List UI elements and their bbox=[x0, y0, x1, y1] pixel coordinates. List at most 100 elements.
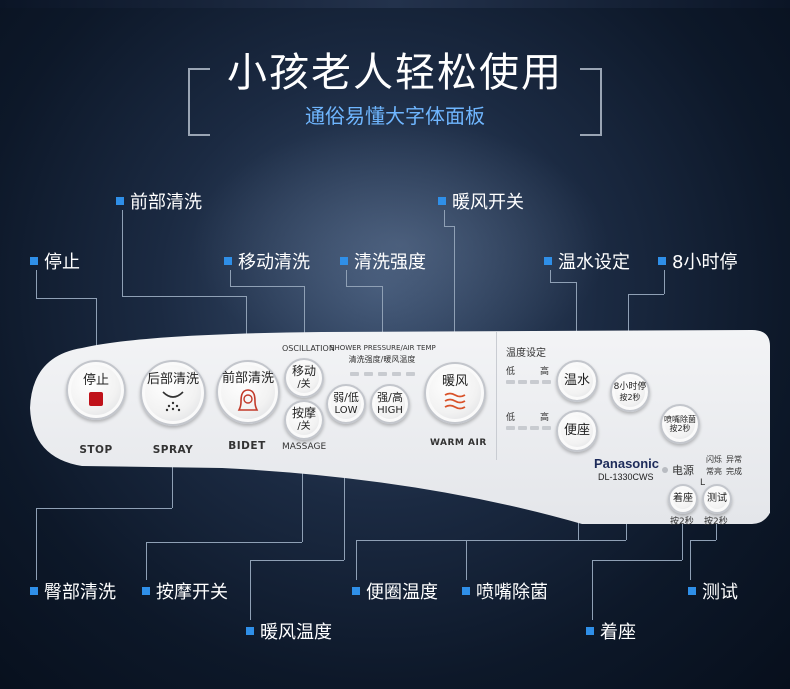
pressure-led-3 bbox=[378, 372, 387, 376]
line-massage-v bbox=[146, 542, 147, 580]
page-title: 小孩老人轻松使用 bbox=[227, 50, 563, 96]
pressure-led-2 bbox=[364, 372, 373, 376]
callout-stop-text: 停止 bbox=[44, 252, 80, 273]
line-rear-v2 bbox=[172, 440, 173, 508]
line-move-v bbox=[230, 270, 231, 286]
water-led-4 bbox=[542, 380, 551, 384]
pressure-led-4 bbox=[392, 372, 401, 376]
callout-seat-temp-text: 便圈温度 bbox=[366, 582, 438, 603]
title-frame-left bbox=[188, 68, 210, 136]
bullet-icon bbox=[340, 257, 348, 265]
eight-hour-label-2: 按2秒 bbox=[619, 392, 641, 402]
line-stop-v bbox=[36, 270, 37, 298]
bullet-icon bbox=[142, 587, 150, 595]
line-warmtemp-h bbox=[250, 560, 344, 561]
callout-warm-air-text: 暖风开关 bbox=[452, 192, 524, 213]
water-low-label: 低 bbox=[506, 367, 516, 377]
high-label-2: HIGH bbox=[377, 404, 403, 416]
line-warmtemp-v bbox=[250, 560, 251, 620]
model-number: DL-1330CWS bbox=[598, 472, 654, 482]
move-wash-button[interactable]: 移动 /关 bbox=[284, 358, 324, 398]
move-wash-label-2: /关 bbox=[297, 379, 311, 391]
massage-button[interactable]: 按摩 /关 bbox=[284, 400, 324, 440]
pressure-caption-cn: 清洗强度/暖风温度 bbox=[348, 355, 416, 364]
callout-water-temp-text: 温水设定 bbox=[558, 252, 630, 273]
seat-temp-button[interactable]: 便座 bbox=[556, 410, 598, 452]
line-stop-h bbox=[36, 298, 96, 299]
callout-test-text: 测试 bbox=[702, 582, 738, 603]
front-wash-button[interactable]: 前部清洗 bbox=[216, 360, 280, 424]
seat-low-label: 低 bbox=[506, 413, 516, 423]
stop-button[interactable]: 停止 bbox=[66, 360, 126, 420]
water-led-2 bbox=[518, 380, 527, 384]
nozzle-clean-button[interactable]: 喷嘴除菌 按2秒 bbox=[660, 404, 700, 444]
seat-led-3 bbox=[530, 426, 539, 430]
line-move-h bbox=[230, 286, 304, 287]
legend-always-on: 常亮 bbox=[706, 467, 722, 476]
line-test-h bbox=[690, 540, 716, 541]
spray-icon bbox=[162, 391, 184, 412]
callout-stop: 停止 bbox=[30, 248, 80, 274]
line-rear-h bbox=[36, 508, 172, 509]
rear-wash-button[interactable]: 后部清洗 bbox=[140, 360, 206, 426]
low-label-1: 弱/低 bbox=[333, 390, 359, 404]
bullet-icon bbox=[658, 257, 666, 265]
low-label-2: LOW bbox=[334, 404, 358, 416]
massage-caption: MASSAGE bbox=[282, 442, 327, 452]
line-seat-h bbox=[592, 560, 682, 561]
bullet-icon bbox=[688, 587, 696, 595]
callout-wash-strength-text: 清洗强度 bbox=[354, 252, 426, 273]
line-warm-v bbox=[444, 210, 445, 226]
legend-complete: 完成 bbox=[726, 467, 742, 476]
line-strength-v bbox=[346, 270, 347, 286]
water-led-3 bbox=[530, 380, 539, 384]
callout-water-temp: 温水设定 bbox=[544, 248, 630, 274]
warm-air-button[interactable]: 暖风 bbox=[424, 362, 486, 424]
seat-led-2 bbox=[518, 426, 527, 430]
eight-hour-stop-button[interactable]: 8小时停 按2秒 bbox=[610, 372, 650, 412]
bullet-icon bbox=[438, 197, 446, 205]
line-8h-v bbox=[664, 270, 665, 294]
line-seat-v bbox=[592, 560, 593, 620]
background-photo-glow bbox=[190, 120, 610, 370]
callout-eight-hour-stop-text: 8小时停 bbox=[672, 252, 738, 273]
callout-seat-sensor-text: 着座 bbox=[600, 622, 636, 643]
line-water-h bbox=[550, 282, 576, 283]
seat-temp-label: 便座 bbox=[563, 422, 590, 438]
line-warm-h bbox=[444, 226, 454, 227]
nozzle-clean-label-2: 按2秒 bbox=[669, 424, 691, 433]
line-8h-h bbox=[628, 294, 664, 295]
massage-label-2: /关 bbox=[297, 421, 311, 433]
test-button[interactable]: 测试 bbox=[702, 484, 732, 514]
oscillation-caption: OSCILLATION bbox=[282, 344, 335, 353]
stop-icon bbox=[89, 392, 103, 407]
line-water-v2 bbox=[576, 282, 577, 362]
bullet-icon bbox=[224, 257, 232, 265]
temp-setting-label: 温度设定 bbox=[506, 348, 546, 359]
rear-wash-label: 后部清洗 bbox=[146, 371, 199, 387]
callout-nozzle-clean-text: 喷嘴除菌 bbox=[476, 582, 548, 603]
line-nozzle-h bbox=[466, 540, 626, 541]
low-button[interactable]: 弱/低 LOW bbox=[326, 384, 366, 424]
water-led-1 bbox=[506, 380, 515, 384]
seat-sensor-button[interactable]: 着座 bbox=[668, 484, 698, 514]
callout-wash-strength: 清洗强度 bbox=[340, 248, 426, 274]
stop-caption: STOP bbox=[79, 444, 113, 456]
water-temp-label: 温水 bbox=[563, 372, 590, 388]
callout-front-wash: 前部清洗 bbox=[116, 188, 202, 214]
high-button[interactable]: 强/高 HIGH bbox=[370, 384, 410, 424]
callout-massage: 按摩开关 bbox=[142, 578, 228, 604]
top-strip bbox=[0, 0, 790, 8]
l-mark: L bbox=[700, 478, 706, 488]
line-stop-v2 bbox=[96, 298, 97, 380]
callout-test: 测试 bbox=[688, 578, 738, 604]
front-wash-caption: BIDET bbox=[228, 440, 266, 452]
callout-eight-hour-stop: 8小时停 bbox=[658, 248, 737, 274]
bullet-icon bbox=[352, 587, 360, 595]
bullet-icon bbox=[30, 257, 38, 265]
line-massage-v2 bbox=[302, 430, 303, 542]
test-label: 测试 bbox=[707, 493, 727, 505]
eight-hour-label-1: 8小时停 bbox=[613, 382, 647, 393]
title-frame-right bbox=[580, 68, 602, 136]
water-temp-button[interactable]: 温水 bbox=[556, 360, 598, 402]
